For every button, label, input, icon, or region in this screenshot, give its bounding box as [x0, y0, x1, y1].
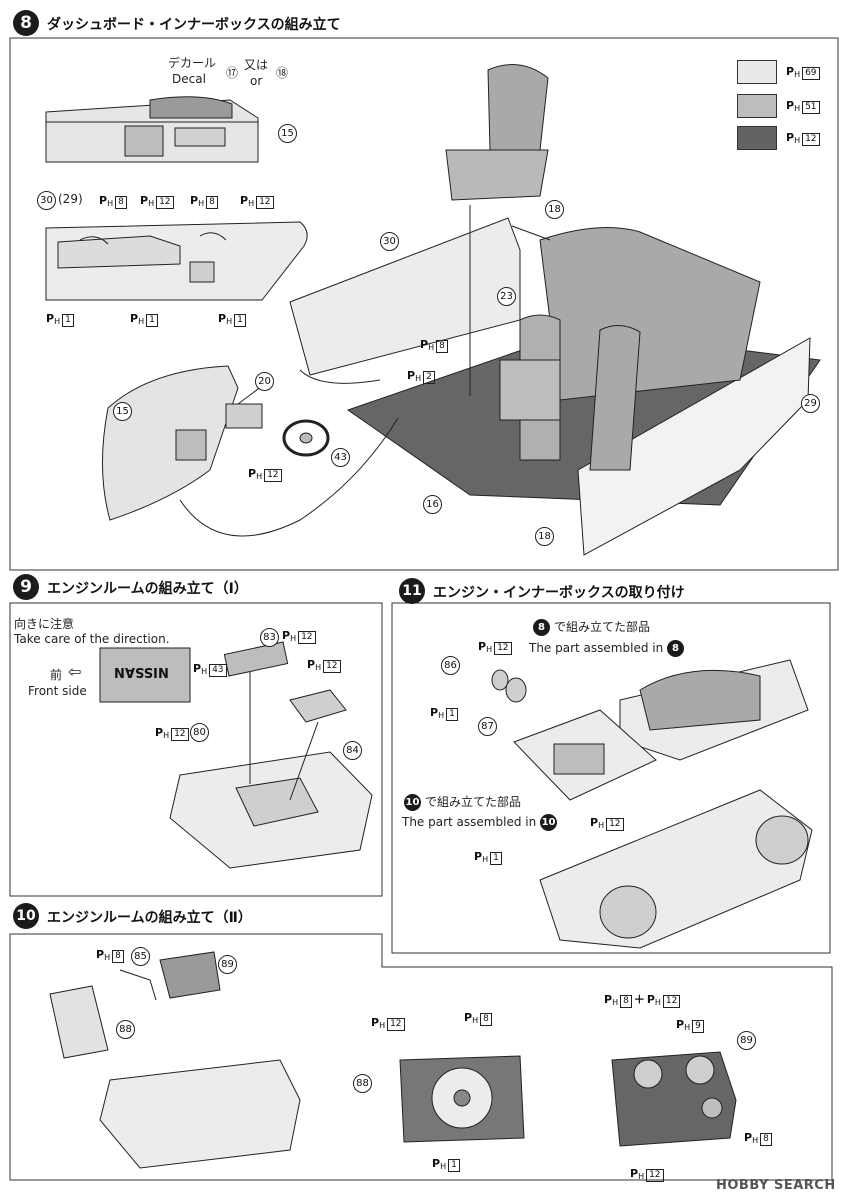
front-label-jp: 前	[50, 668, 63, 682]
decal-label-jp: デカール	[168, 56, 217, 70]
part-20: 20	[255, 372, 274, 391]
decal-num-b: ⑱	[276, 66, 289, 80]
part-80: 80	[190, 723, 209, 742]
direction-note-en: Take care of the direction.	[14, 632, 170, 646]
part-29-door: (29)	[58, 192, 83, 206]
decal-or-jp: 又は	[244, 58, 269, 72]
step-11-title: エンジン・インナーボックスの取り付け	[433, 585, 685, 601]
fan-shroud-drawing-89	[611, 1051, 737, 1147]
part-15-main: 15	[113, 402, 132, 421]
interior-shell-drawing	[289, 217, 821, 556]
color-swatch-12	[737, 126, 777, 150]
step-10-badge: 10	[13, 903, 39, 929]
color-swatch-51	[737, 94, 777, 118]
part-43: 43	[331, 448, 350, 467]
dashboard-drawing-main	[101, 365, 239, 521]
part-29: 29	[801, 394, 820, 413]
step-8-title: ダッシュボード・インナーボックスの組み立て	[47, 17, 341, 33]
part-88-radiator: 88	[353, 1074, 372, 1093]
part-88-assembly: 88	[116, 1020, 135, 1039]
part-83: 83	[260, 628, 279, 647]
part-86: 86	[441, 656, 460, 675]
part-23: 23	[497, 287, 516, 306]
steering-column-drawing	[225, 403, 263, 429]
part-18-bottom: 18	[535, 527, 554, 546]
step-9-badge: 9	[13, 574, 39, 600]
part-18-top: 18	[545, 200, 564, 219]
direction-note-jp: 向きに注意	[14, 617, 75, 631]
part-15-top: 15	[278, 124, 297, 143]
dashboard-drawing-top	[45, 96, 259, 163]
part-85: 85	[131, 947, 150, 966]
ref-step8-en: The part assembled in 8	[529, 640, 688, 657]
seat-drawing-top	[445, 64, 549, 201]
ref-step10-en: The part assembled in 10	[402, 814, 558, 831]
radiator-drawing-88	[399, 1055, 525, 1143]
step-9-title: エンジンルームの組み立て（Ⅰ）	[47, 581, 248, 597]
front-arrow-icon: ⇦	[68, 662, 82, 681]
front-label-en: Front side	[28, 684, 87, 698]
nissan-plate-drawing	[99, 647, 191, 703]
nissan-plate-text: NISSAN	[114, 664, 169, 679]
part-84: 84	[343, 741, 362, 760]
step-11-badge: 11	[399, 578, 425, 604]
steering-wheel-drawing	[282, 419, 330, 457]
part-89-shroud: 89	[737, 1031, 756, 1050]
step-10-title: エンジンルームの組み立て（Ⅱ）	[47, 910, 252, 926]
watermark: HOBBY SEARCH	[716, 1178, 836, 1193]
part-16: 16	[423, 495, 442, 514]
part-30-door: 30	[37, 191, 56, 210]
engine-room-drawing-10	[49, 951, 301, 1169]
part-87: 87	[478, 717, 497, 736]
engine-room-drawing-9	[169, 641, 373, 869]
step-8-badge: 8	[13, 10, 39, 36]
part-89-assembly: 89	[218, 955, 237, 974]
door-panel-drawing	[45, 221, 308, 301]
decal-or-en: or	[250, 74, 263, 88]
decal-label-en: Decal	[172, 72, 206, 86]
part-30-shell: 30	[380, 232, 399, 251]
decal-num-a: ⑰	[226, 66, 239, 80]
chassis-drawing-11	[491, 659, 813, 949]
color-swatch-69	[737, 60, 777, 84]
